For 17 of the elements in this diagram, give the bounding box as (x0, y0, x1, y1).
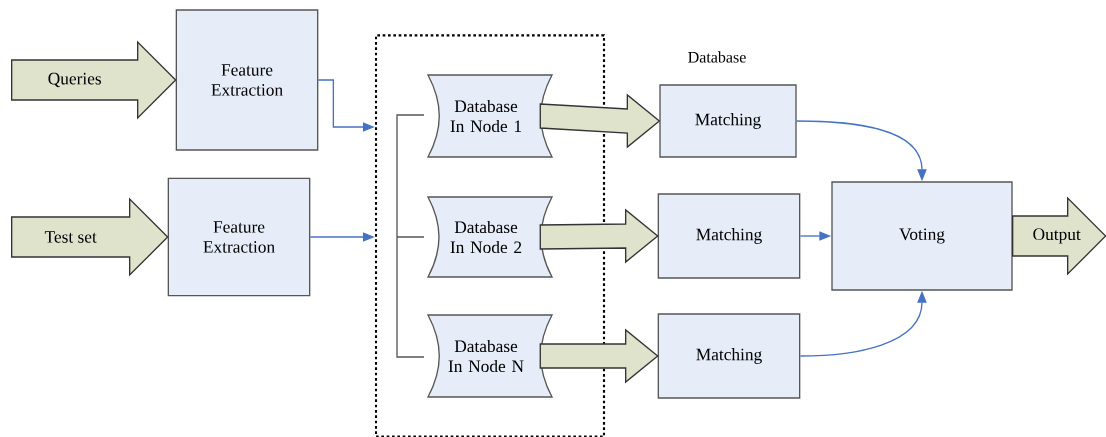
edge-label: Queries (48, 72, 101, 88)
dashed-container (374, 34, 606, 437)
process-box: Voting (831, 181, 1013, 291)
block-arrow (11, 40, 177, 120)
block-arrow (11, 197, 169, 277)
edge-label: Test set (44, 231, 97, 243)
block-arrow (539, 93, 661, 149)
edge-label: Output (1033, 228, 1081, 244)
block-arrow (539, 328, 659, 384)
block-arrow (1012, 196, 1106, 276)
block-arrow (539, 208, 659, 264)
process-box: Feature Extraction (175, 9, 319, 151)
process-box: Matching (657, 313, 801, 399)
process-box: Feature Extraction (167, 177, 311, 297)
process-box: Matching (657, 193, 801, 279)
beside-label: Database (688, 51, 746, 63)
process-box: Matching (659, 84, 797, 158)
